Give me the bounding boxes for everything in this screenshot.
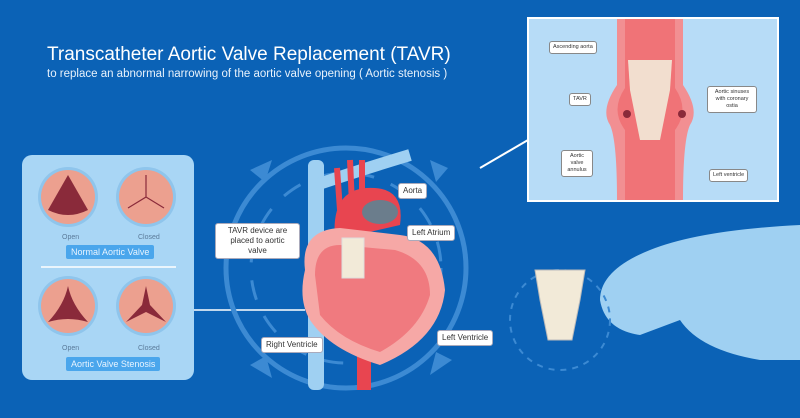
- valve-stenosis-closed: [116, 276, 176, 336]
- tavr-device: [341, 237, 365, 279]
- caption-stenosis-open: Open: [62, 345, 80, 352]
- label-left-atrium: Left Atrium: [407, 225, 456, 241]
- inset-label-aortic-sinuses: Aortic sinuses with coronary ostia: [707, 86, 757, 113]
- gloved-hand: [600, 225, 800, 360]
- inset-label-left-ventricle: Left ventricle: [709, 169, 749, 182]
- cycle-ring: [223, 145, 469, 391]
- inset-label-annulus: Aortic valve annulus: [561, 150, 593, 177]
- caption-normal-open: Open: [62, 234, 80, 241]
- label-tavr-device: TAVR device are placed to aortic valve: [215, 223, 300, 259]
- valve-normal-closed: [116, 167, 176, 227]
- page-title: Transcatheter Aortic Valve Replacement (…: [47, 44, 451, 65]
- tavr-valve-device: [534, 269, 586, 341]
- arrow-icon: [250, 160, 272, 182]
- normal-valve-label: Normal Aortic Valve: [66, 245, 155, 259]
- valve-normal-open: [38, 167, 98, 227]
- stenosis-valve-label: Aortic Valve Stenosis: [66, 357, 161, 371]
- arrow-icon: [430, 352, 452, 375]
- inset-label-ascending-aorta: Ascending aorta: [549, 41, 597, 54]
- arrow-icon: [250, 356, 272, 378]
- caption-normal-closed: Closed: [138, 234, 160, 241]
- label-right-ventricle: Right Ventricle: [261, 337, 323, 353]
- label-aorta: Aorta: [398, 183, 428, 199]
- page-subtitle: to replace an abnormal narrowing of the …: [47, 68, 448, 80]
- label-left-ventricle: Left Ventricle: [437, 330, 494, 346]
- inset-label-tavr: TAVR: [569, 93, 591, 106]
- caption-stenosis-closed: Closed: [138, 345, 160, 352]
- arrow-icon: [430, 160, 448, 182]
- valve-stenosis-open: [38, 276, 98, 336]
- tavr-stent: [628, 60, 672, 140]
